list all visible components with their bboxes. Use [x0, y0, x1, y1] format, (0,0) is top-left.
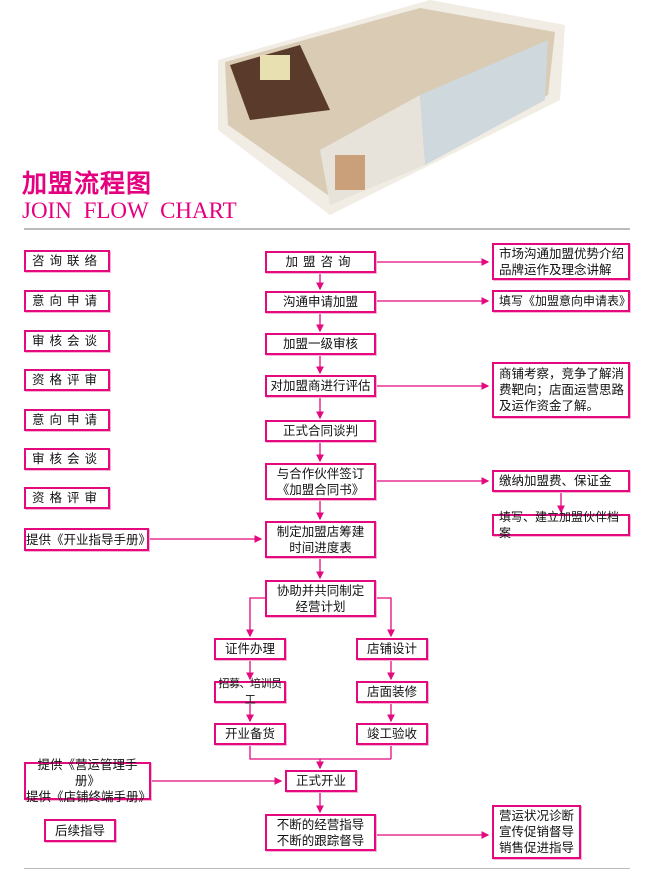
left-step-2: 意向申请: [24, 290, 110, 312]
divider-bottom: [24, 868, 630, 869]
step-recruit-train: 招募、培训员工: [214, 677, 286, 706]
step-grand-opening: 正式开业: [285, 770, 357, 792]
step-acceptance: 竣工验收: [356, 723, 428, 745]
note-followup: 后续指导: [44, 819, 116, 842]
left-step-7: 资格评审: [24, 487, 110, 509]
note-partner-file: 填写、建立加盟伙伴档案: [492, 510, 630, 540]
note-fees: 缴纳加盟费、保证金: [492, 470, 630, 492]
step-contract-negotiation: 正式合同谈判: [265, 420, 376, 442]
note-application-form: 填写《加盟意向申请表》: [492, 290, 631, 312]
step-apply: 沟通申请加盟: [265, 291, 376, 313]
title-chinese: 加盟流程图: [22, 169, 153, 198]
left-step-6: 审核会谈: [24, 448, 110, 470]
note-store-survey: 商铺考察，竞争了解消 费靶向；店面运营思路 及运作资金了解。: [492, 362, 630, 418]
title-english: JOIN FLOW CHART: [22, 198, 237, 223]
note-opening-manual: 提供《开业指导手册》: [24, 528, 151, 551]
step-renovation: 店面装修: [356, 681, 428, 703]
step-stock: 开业备货: [214, 723, 286, 745]
note-operations-support: 营运状况诊断 宣传促销督导 销售促进指导: [492, 805, 581, 859]
step-first-review: 加盟一级审核: [265, 333, 376, 355]
step-schedule: 制定加盟店筹建 时间进度表: [265, 521, 376, 558]
step-business-plan: 协助并共同制定 经营计划: [265, 580, 376, 617]
note-operations-manuals: 提供《营运管理手册》 提供《店铺终端手册》: [24, 757, 152, 804]
step-consultation: 加盟咨询: [265, 251, 376, 273]
left-step-5: 意向申请: [24, 409, 110, 431]
step-licenses: 证件办理: [214, 638, 286, 660]
divider-top: [24, 228, 630, 230]
step-store-design: 店铺设计: [356, 638, 428, 660]
note-brand-intro: 市场沟通加盟优势介绍 品牌运作及理念讲解: [492, 243, 630, 280]
left-step-4: 资格评审: [24, 369, 110, 391]
step-evaluation: 对加盟商进行评估: [265, 375, 376, 397]
left-step-3: 审核会谈: [24, 330, 110, 352]
step-sign-contract: 与合作伙伴签订 《加盟合同书》: [265, 463, 376, 500]
step-ongoing-guidance: 不断的经营指导 不断的跟踪督导: [265, 814, 376, 851]
left-step-1: 咨询联络: [24, 250, 110, 272]
store-rendering-image: [218, 0, 565, 215]
